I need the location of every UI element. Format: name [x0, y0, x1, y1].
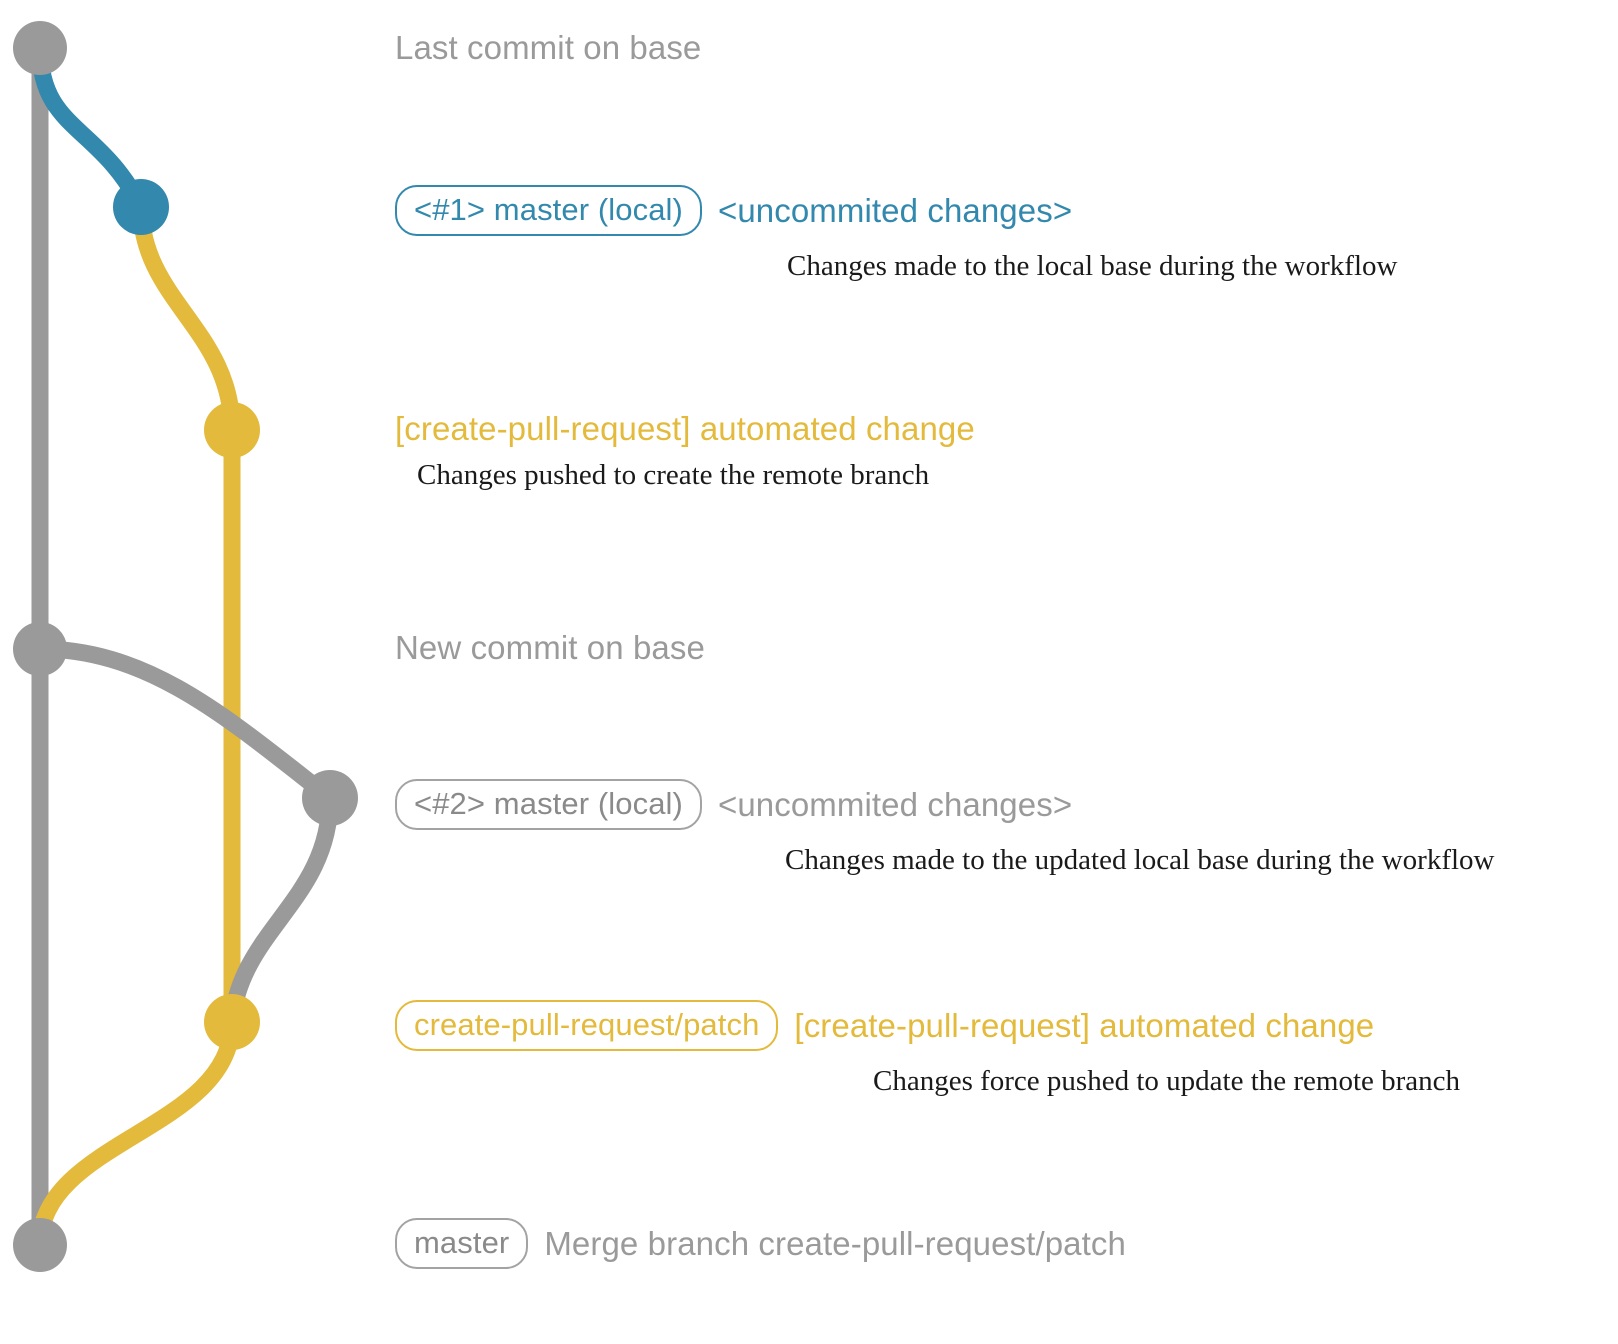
commit-subject: New commit on base	[395, 629, 705, 666]
headline: New commit on base	[395, 631, 705, 664]
headline: create-pull-request/patch [create-pull-r…	[395, 1000, 1460, 1051]
commit-subject: Last commit on base	[395, 29, 702, 66]
git-graph	[13, 21, 358, 1272]
branch-badge-create-pull-request-patch[interactable]: create-pull-request/patch	[395, 1000, 779, 1051]
edge-patch2-to-merge	[31, 1013, 241, 1254]
annotation-last-commit-on-base: Last commit on base	[395, 31, 701, 64]
commit-subject: <uncommited changes>	[717, 786, 1073, 823]
headline: master Merge branch create-pull-request/…	[395, 1218, 1126, 1269]
commit-node-merge[interactable]	[13, 1218, 67, 1272]
annotation-automated-change-2: create-pull-request/patch [create-pull-r…	[395, 1000, 1460, 1098]
branch-badge-master-local-1[interactable]: <#1> master (local)	[395, 185, 702, 236]
annotation-automated-change-1: [create-pull-request] automated change C…	[395, 412, 975, 492]
commit-subject: [create-pull-request] automated change	[395, 410, 975, 447]
annotation-master-local-1: <#1> master (local) <uncommited changes>…	[395, 185, 1397, 283]
annotation-master-local-2: <#2> master (local) <uncommited changes>…	[395, 779, 1495, 877]
commit-node-base-new[interactable]	[13, 622, 67, 676]
commit-note: Changes force pushed to update the remot…	[873, 1065, 1461, 1097]
headline: <#2> master (local) <uncommited changes>	[395, 779, 1495, 830]
commit-note: Changes pushed to create the remote bran…	[417, 459, 930, 491]
edge-local1-to-patch1	[132, 198, 241, 439]
branch-badge-master-local-2[interactable]: <#2> master (local)	[395, 779, 702, 830]
commit-node-patch-1[interactable]	[204, 402, 260, 458]
headline: <#1> master (local) <uncommited changes>	[395, 185, 1397, 236]
commit-subject: <uncommited changes>	[717, 192, 1073, 229]
headline: Last commit on base	[395, 31, 701, 64]
edge-local2-to-patch2	[223, 789, 339, 1031]
headline: [create-pull-request] automated change	[395, 412, 975, 445]
commit-subject: Merge branch create-pull-request/patch	[544, 1225, 1126, 1262]
commit-node-local-1[interactable]	[113, 179, 169, 235]
commit-node-patch-2[interactable]	[204, 994, 260, 1050]
commit-subject: [create-pull-request] automated change	[794, 1007, 1375, 1044]
edge-base-to-local1	[31, 39, 150, 216]
commit-note: Changes made to the local base during th…	[787, 250, 1398, 282]
commit-note: Changes made to the updated local base d…	[785, 844, 1495, 876]
edge-basenew-to-local2	[31, 640, 339, 807]
commit-node-local-2[interactable]	[302, 770, 358, 826]
branch-badge-master[interactable]: master	[395, 1218, 529, 1269]
commit-node-base-top[interactable]	[13, 21, 67, 75]
annotation-merge-commit: master Merge branch create-pull-request/…	[395, 1218, 1126, 1269]
annotation-new-commit-on-base: New commit on base	[395, 631, 705, 664]
